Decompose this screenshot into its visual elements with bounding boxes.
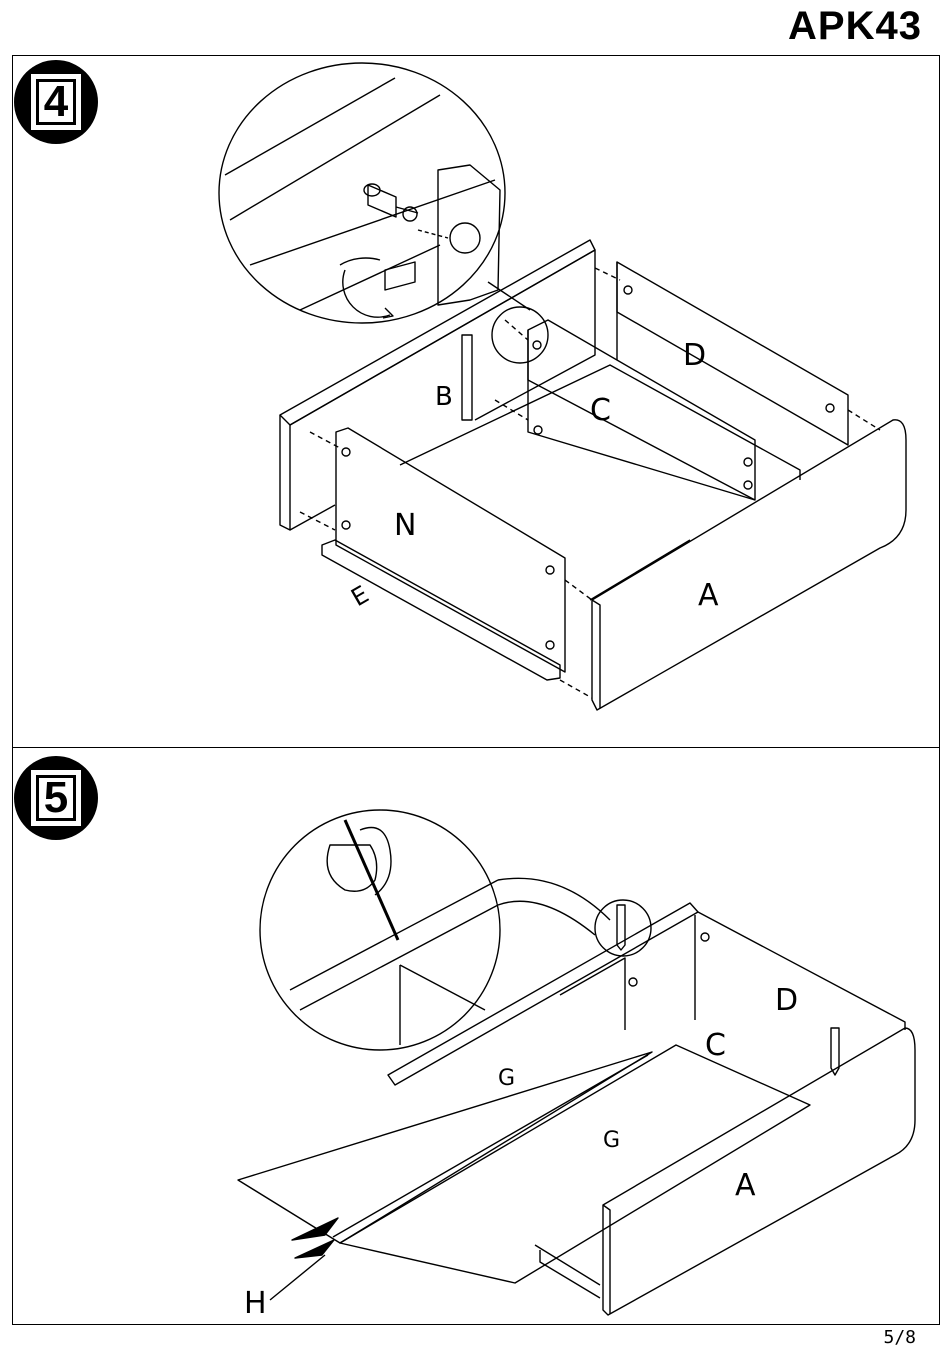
label-H: H (244, 1286, 267, 1321)
cabinet-rear-edge: D C (388, 903, 905, 1085)
label-G-left: G (498, 1066, 515, 1091)
cabinet-bottom-lines (535, 1245, 600, 1298)
label-A: A (735, 1168, 756, 1203)
label-G-right: G (603, 1128, 620, 1153)
step-5-detail-circle (260, 810, 610, 1050)
panel-G-left: G (238, 1052, 652, 1243)
page-number: 5/8 (883, 1327, 916, 1348)
h-leader-line (270, 1255, 325, 1300)
panel-A: A (603, 1028, 915, 1315)
panel-G-right: G (333, 1045, 810, 1283)
label-D: D (775, 983, 798, 1018)
label-C: C (705, 1028, 726, 1063)
